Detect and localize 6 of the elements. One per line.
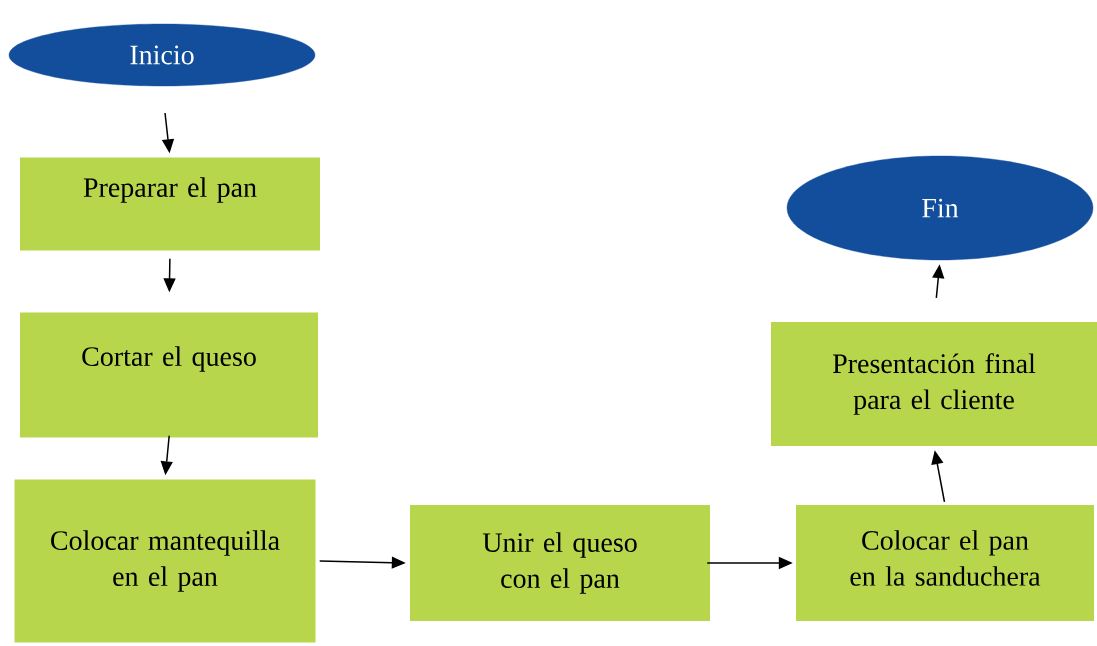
process-box: Preparar el pan: [20, 157, 320, 251]
process-box: Colocar el pan en la sanduchera: [796, 505, 1094, 621]
process-box: Unir el queso con el pan: [410, 505, 710, 621]
process-box: Colocar mantequilla en el pan: [14, 479, 316, 643]
process-box: Cortar el queso: [20, 312, 318, 438]
process-box: Presentación final para el cliente: [771, 322, 1097, 446]
